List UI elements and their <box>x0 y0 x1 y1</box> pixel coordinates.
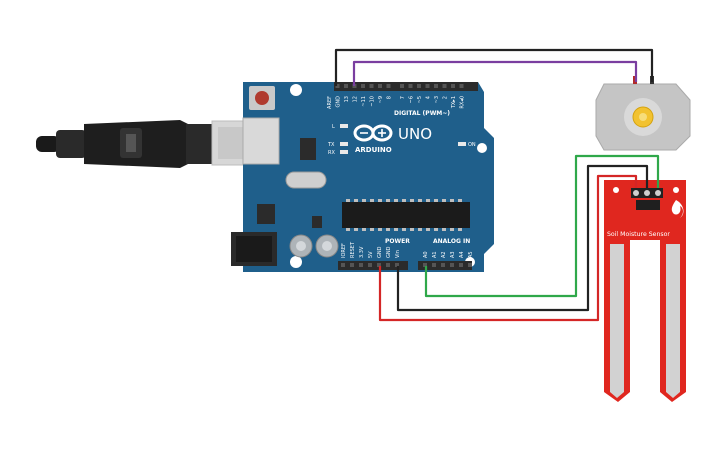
sparkfun-flame-icon <box>671 200 684 218</box>
on-led-label: ON <box>468 142 476 148</box>
header-pin-hole <box>400 84 404 88</box>
pin-label: 12 <box>353 96 359 102</box>
pin-label: ~3 <box>434 96 440 103</box>
pin-label: RESET <box>350 241 356 258</box>
pin-label: 2 <box>443 96 449 99</box>
arduino-board: L TX RX ON ARDUINO UNO DIGITAL (PWM~) AR… <box>231 82 494 272</box>
pin-label: GND <box>377 246 383 258</box>
sensor-label: Soil Moisture Sensor <box>607 231 670 238</box>
header-pin-hole <box>423 263 427 267</box>
header-pin-hole <box>344 84 348 88</box>
arduino-logo-icon <box>353 124 393 142</box>
power-header-label: POWER <box>385 238 410 245</box>
header-pin-hole <box>441 263 445 267</box>
pin-label: A4 <box>459 251 465 258</box>
pin-label: 13 <box>344 96 350 102</box>
pin-label: 7 <box>400 96 406 99</box>
pin-label: GND <box>336 96 342 108</box>
wire-black-sensor <box>396 164 649 312</box>
header-pin-hole <box>359 263 363 267</box>
digital-header <box>334 82 478 91</box>
pin-label: ~5 <box>417 96 423 103</box>
digital-header-label: DIGITAL (PWM~) <box>394 110 450 117</box>
header-pin-hole <box>425 84 430 88</box>
header-pin-hole <box>335 84 340 88</box>
motor-shaft-icon <box>632 106 654 128</box>
dc-motor <box>595 76 691 151</box>
pin-label: IOREF <box>341 243 347 258</box>
header-pin-hole <box>386 84 391 88</box>
pin-label: RX◂0 <box>460 96 466 109</box>
wire-purple-motor <box>352 60 638 86</box>
pin-label: A0 <box>423 251 429 258</box>
pin-label: A1 <box>432 251 438 258</box>
header-pin-hole <box>459 84 464 88</box>
header-pin-hole <box>434 84 438 88</box>
board-model-text: UNO <box>398 125 432 143</box>
pin-label: AREF <box>327 96 333 109</box>
pin-label: ~9 <box>378 96 384 103</box>
header-pin-hole <box>369 84 374 88</box>
usb-cable <box>36 120 275 168</box>
header-pin-hole <box>395 263 399 267</box>
power-header <box>338 261 408 270</box>
header-pin-hole <box>417 84 421 88</box>
arduino-logo-text: ARDUINO <box>355 146 392 154</box>
header-pin-hole <box>451 84 455 88</box>
header-pin-hole <box>450 263 454 267</box>
header-pin-hole <box>368 263 372 267</box>
tx-led-label: TX <box>327 142 335 148</box>
soil-moisture-sensor: Soil Moisture Sensor <box>604 180 686 402</box>
header-pin-hole <box>377 263 381 267</box>
header-pin-hole <box>361 84 365 88</box>
pin-label: ~11 <box>361 96 367 107</box>
pin-label: 8 <box>387 96 393 99</box>
analog-header-label: ANALOG IN <box>433 238 470 245</box>
pin-label: 5V <box>368 251 374 258</box>
wire-black-motor <box>334 48 654 86</box>
wire-green-sensor <box>424 154 660 298</box>
l-led-label: L <box>332 124 335 130</box>
pin-label: A5 <box>468 251 474 258</box>
pin-label: Vin <box>395 250 401 258</box>
pin-label: 3.3V <box>359 246 365 258</box>
pin-label: TX▸1 <box>451 96 457 109</box>
header-pin-hole <box>468 263 472 267</box>
header-pin-hole <box>442 84 447 88</box>
header-pin-hole <box>432 263 436 267</box>
wire-red-sensor <box>378 174 638 322</box>
wires <box>334 48 660 322</box>
pin-label: A3 <box>450 251 456 258</box>
header-pin-hole <box>408 84 413 88</box>
pin-label: ~6 <box>409 96 415 103</box>
rx-led-label: RX <box>328 150 335 156</box>
pin-label: GND <box>386 246 392 258</box>
pin-label: ~10 <box>370 96 376 107</box>
header-pin-hole <box>341 263 345 267</box>
header-pin-hole <box>459 263 463 267</box>
header-pin-hole <box>378 84 382 88</box>
header-pin-hole <box>350 263 354 267</box>
pin-label: 4 <box>426 96 432 99</box>
pin-label: A2 <box>441 251 447 258</box>
header-pin-hole <box>386 263 390 267</box>
